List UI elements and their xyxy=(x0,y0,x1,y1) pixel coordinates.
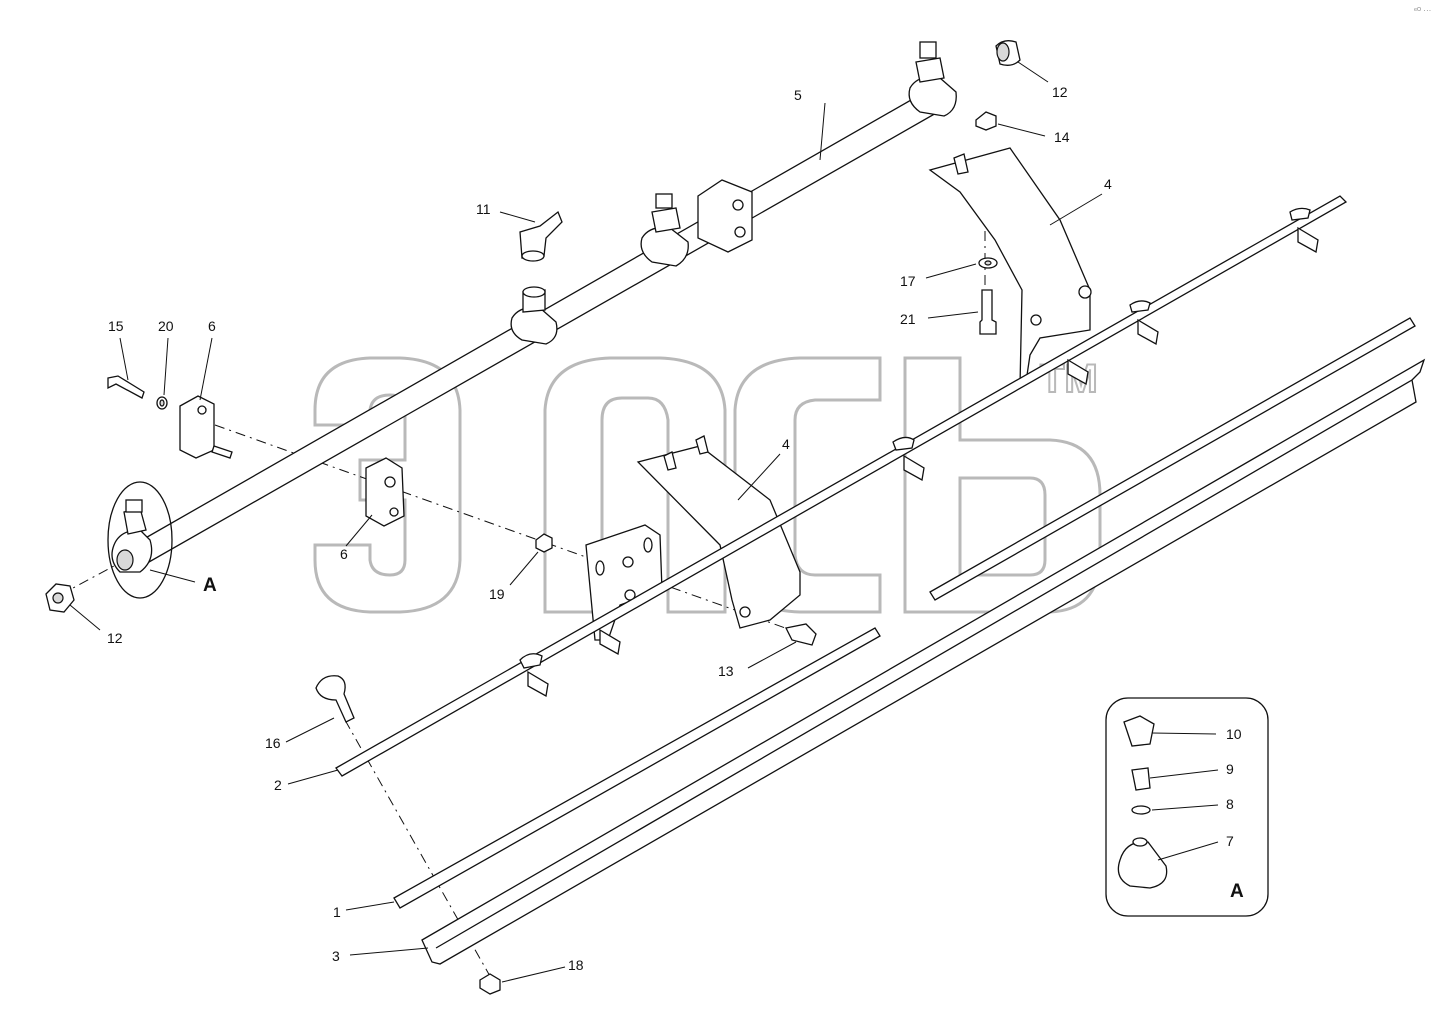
callout-14: 14 xyxy=(1054,129,1070,145)
callout-11: 11 xyxy=(476,201,491,217)
callout-8: 8 xyxy=(1226,796,1234,812)
bolt-21 xyxy=(979,289,997,335)
clamp-half-upper xyxy=(179,395,233,459)
callout-19: 19 xyxy=(489,586,505,602)
nozzle-clamp-right xyxy=(908,41,957,117)
callout-17: 17 xyxy=(900,273,916,289)
leader-lines xyxy=(69,61,1219,983)
nozzle-clamp-left xyxy=(111,499,153,573)
end-cap-left xyxy=(45,583,75,613)
nozzle-clamp-middle xyxy=(640,193,689,267)
nut-14 xyxy=(975,111,997,131)
end-cap-right xyxy=(995,40,1021,66)
nozzle-clamp-middle-left xyxy=(510,286,558,345)
bracket-upper xyxy=(928,147,1092,388)
detail-circle-a xyxy=(107,481,173,599)
detail-label-a: A xyxy=(203,575,217,596)
callout-21: 21 xyxy=(900,311,916,327)
callout-6-lower: 6 xyxy=(340,546,348,562)
corner-mark: ᵉᴼ ··· xyxy=(1414,6,1431,15)
callout-2: 2 xyxy=(274,777,282,793)
callout-15: 15 xyxy=(108,318,124,334)
callout-1: 1 xyxy=(333,904,341,920)
callout-labels: 5 12 14 4 11 17 21 15 20 6 4 6 19 13 A 1… xyxy=(107,84,1244,973)
callout-5: 5 xyxy=(794,87,802,103)
callout-7: 7 xyxy=(1226,833,1234,849)
nut-18 xyxy=(479,973,501,995)
bracket-lower xyxy=(585,435,801,641)
clamp-half-lower xyxy=(365,457,405,527)
callout-20: 20 xyxy=(158,318,174,334)
callout-9: 9 xyxy=(1226,761,1234,777)
callout-18: 18 xyxy=(568,957,584,973)
channel-3 xyxy=(421,358,1426,965)
bolt-13 xyxy=(785,623,817,646)
strip-1 xyxy=(393,317,1416,909)
boom-bracket-block xyxy=(697,179,753,253)
callout-13: 13 xyxy=(718,663,734,679)
callout-3: 3 xyxy=(332,948,340,964)
callout-16: 16 xyxy=(265,735,281,751)
detail-inset-a xyxy=(1105,697,1269,917)
carriage-bolt-16 xyxy=(315,675,355,723)
elbow-fitting xyxy=(519,210,563,262)
deflector-bar-2 xyxy=(335,195,1348,777)
bolt-15 xyxy=(107,375,145,399)
washer-20 xyxy=(156,396,168,410)
callout-4-upper: 4 xyxy=(1104,176,1112,192)
callout-4-lower: 4 xyxy=(782,436,790,452)
detail-inset-label-a: A xyxy=(1230,881,1244,902)
washer-17 xyxy=(978,257,998,269)
callout-12-top: 12 xyxy=(1052,84,1068,100)
callout-12-left: 12 xyxy=(107,630,123,646)
callout-10: 10 xyxy=(1226,726,1242,742)
callout-6-upper: 6 xyxy=(208,318,216,334)
nut-19 xyxy=(535,533,553,553)
